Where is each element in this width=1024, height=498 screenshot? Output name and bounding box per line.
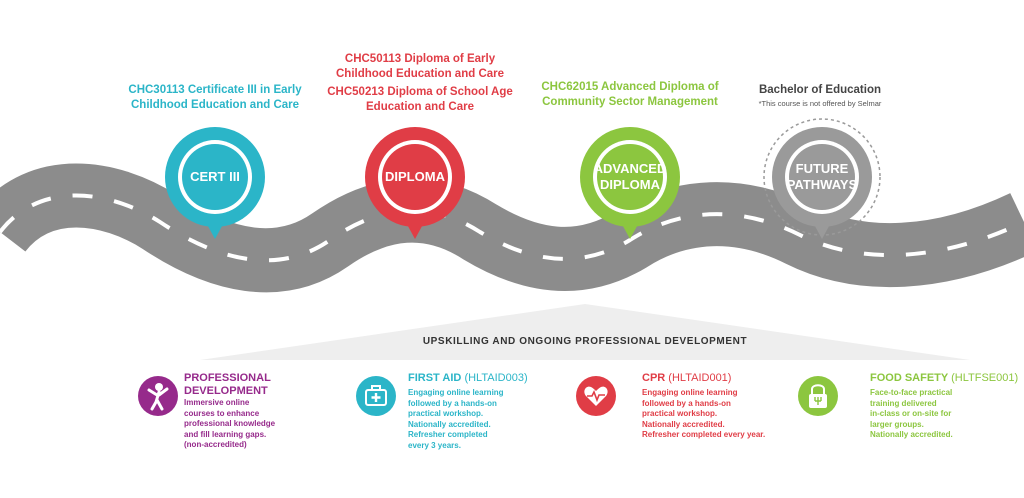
desc-line: followed by a hands-on [408,398,497,408]
desc-line: and fill learning gaps. [184,429,267,439]
upskilling-banner [200,304,970,360]
desc-line: Immersive online [184,398,250,407]
marker-label-line-1: FUTURE [795,161,849,176]
desc-line: every 3 years. [408,440,461,450]
pd-title-food-safety: FOOD SAFETY (HLTFSE001) [870,372,1018,385]
map-pin-icon [580,127,680,239]
desc-line: Refresher completed [408,430,488,439]
desc-line: Nationally accredited. [870,430,953,439]
bachelor-note: *This course is not offered by Selmar [758,99,882,108]
pd-title-professional-development: PROFESSIONAL DEVELOPMENT [184,372,271,398]
marker-diploma: DIPLOMA [355,117,475,257]
pd-title-cpr: CPR (HLTAID001) [642,372,731,385]
map-pin-icon [763,118,881,239]
advanced-diploma-title: CHC62015 Advanced Diploma of Community S… [541,81,719,108]
pd-title-line-2: DEVELOPMENT [184,385,268,397]
bachelor-title-text: Bachelor of Education [758,84,882,96]
pd-title-line-1: PROFESSIONAL [184,372,271,384]
marker-future-pathways: FUTURE PATHWAYS [762,117,882,257]
desc-line: practical workshop. [408,409,484,418]
desc-line: (non-accredited) [184,440,247,449]
person-icon [138,376,178,416]
desc-line: larger groups. [870,419,924,429]
heart-pulse-icon [576,376,616,416]
pd-desc-cpr: Engaging online learning followed by a h… [642,388,792,441]
bachelor-title: Bachelor of Education *This course is no… [740,83,900,109]
map-pin-icon [165,127,265,239]
marker-cert-iii: CERT III [155,117,275,257]
pd-title-text: FOOD SAFETY [870,372,949,384]
pd-title-text: FIRST AID [408,372,462,384]
desc-line: followed by a hands-on [642,398,731,408]
map-pin-icon [365,127,465,239]
marker-label-diploma: DIPLOMA [385,169,445,184]
desc-line: practical workshop. [642,409,718,418]
pd-desc-first-aid: Engaging online learning followed by a h… [408,388,538,451]
desc-line: Engaging online learning [642,388,738,397]
marker-label-line-2: DIPLOMA [600,177,660,192]
upskilling-title: UPSKILLING AND ONGOING PROFESSIONAL DEVE… [422,336,748,347]
desc-line: Nationally accredited. [408,419,491,429]
pd-desc-food-safety: Face-to-face practical training delivere… [870,388,990,441]
marker-label-cert-iii: CERT III [190,169,240,184]
diploma-ece-title: CHC50113 Diploma of Early Childhood Educ… [335,53,505,80]
marker-label-advanced-diploma: ADVANCED DIPLOMA [570,161,690,193]
desc-line: in-class or on-site for [870,409,952,418]
desc-line: Refresher completed every year. [642,430,766,439]
pd-desc-professional-development: Immersive online courses to enhance prof… [184,398,314,451]
pd-code: (HLTAID003) [464,372,528,384]
food-lock-icon [798,376,838,416]
pd-title-first-aid: FIRST AID (HLTAID003) [408,372,528,385]
marker-label-future-pathways: FUTURE PATHWAYS [762,161,882,193]
desc-line: professional knowledge [184,419,276,428]
desc-line: Nationally accredited. [642,419,725,429]
marker-advanced-diploma: ADVANCED DIPLOMA [570,117,690,257]
desc-line: Engaging online learning [408,388,504,397]
cert-iii-title: CHC30113 Certificate III in Early Childh… [128,84,302,111]
desc-line: training delivered [870,398,937,408]
marker-label-line-2: PATHWAYS [786,177,858,192]
desc-line: courses to enhance [184,408,260,418]
marker-label-line-1: ADVANCED [593,161,667,176]
desc-line: Face-to-face practical [870,388,953,397]
pd-code: (HLTAID001) [668,372,732,384]
road-lane-markings [0,193,1024,263]
pd-title-text: CPR [642,372,666,384]
diploma-sace-title: CHC50213 Diploma of School Age Education… [327,86,513,113]
pd-code: (HLTFSE001) [951,372,1019,384]
first-aid-kit-icon [356,376,396,416]
